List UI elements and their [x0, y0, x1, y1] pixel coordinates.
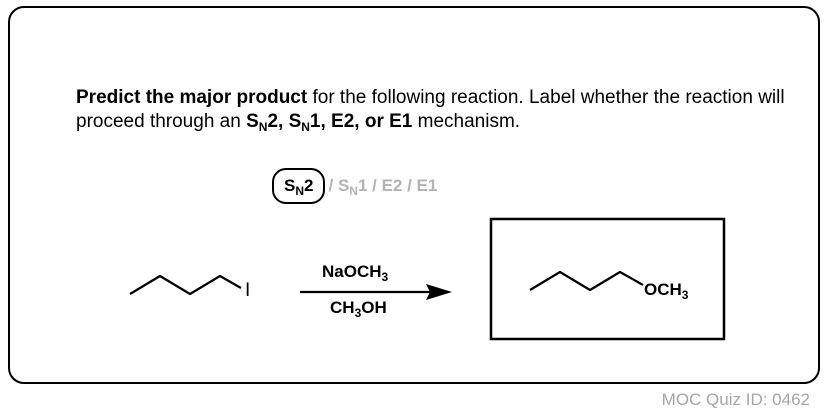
question-text: Predict the major product for the follow…: [76, 87, 785, 134]
product-skeleton: [529, 270, 644, 292]
product-box: [489, 217, 726, 341]
reagent-above: NaOCH3: [322, 262, 389, 284]
methoxy-label: OCH3: [644, 280, 689, 302]
iodide-label: I: [245, 280, 251, 301]
quiz-card: [8, 6, 820, 384]
mechanism-choices: SN2 / SN1 / E2 / E1: [272, 166, 437, 206]
mechanism-sn1-e2-e1: SN1, E2, or E1: [288, 111, 413, 134]
reaction-arrow-head: [426, 284, 452, 300]
other-answers: / SN1 / E2 / E1: [328, 176, 438, 198]
reactant-skeleton: [129, 274, 242, 296]
question-lead: Predict the major product: [76, 87, 308, 108]
quiz-id: MOC Quiz ID: 0462: [661, 390, 810, 409]
solvent-below: CH3OH: [330, 298, 387, 320]
selected-answer-sn2[interactable]: SN2: [272, 168, 326, 204]
mechanism-sn2: SN2,: [246, 111, 289, 134]
